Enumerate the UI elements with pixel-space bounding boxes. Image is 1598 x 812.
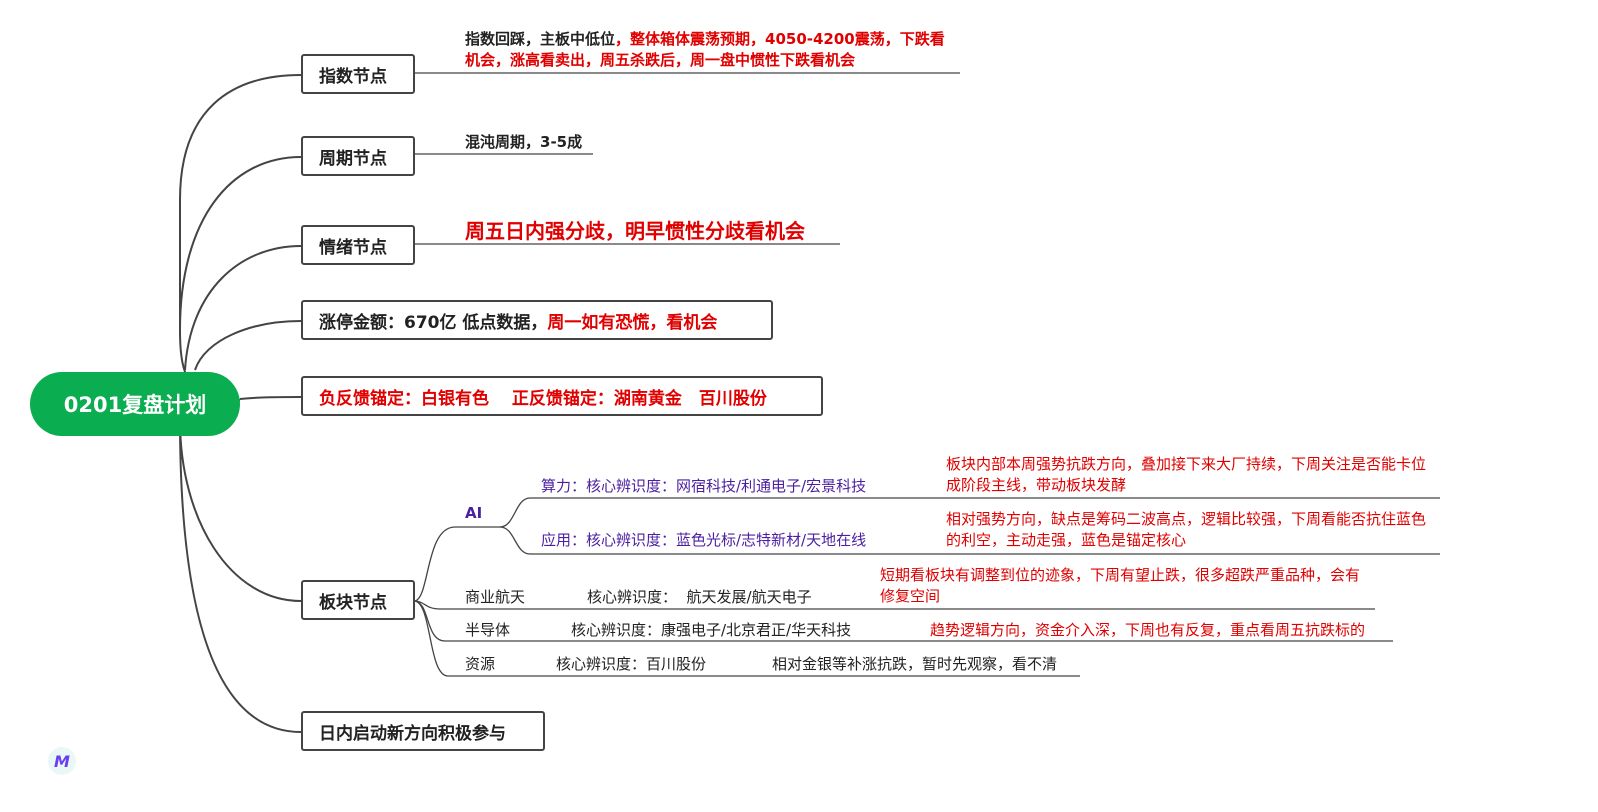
app-logo-icon: M — [48, 747, 76, 775]
resource-core: 核心辨识度：百川股份 — [556, 655, 707, 673]
app-label[interactable]: 应用：核心辨识度：蓝色光标/志特新材/天地在线 — [541, 531, 867, 549]
semi-label[interactable]: 半导体 — [465, 621, 511, 639]
compute-note: 板块内部本周强势抗跌方向，叠加接下来大厂持续，下周关注是否能卡位成阶段主线，带动… — [946, 455, 1427, 494]
space-note: 短期看板块有调整到位的迹象，下周有望止跌，很多超跌严重品种，会有修复空间 — [880, 566, 1361, 605]
index-node[interactable]: 指数节点 — [301, 54, 415, 94]
resource-note: 相对金银等补涨抗跌，暂时先观察，看不清 — [772, 655, 1058, 673]
space-core: 核心辨识度： 航天发展/航天电子 — [587, 588, 812, 606]
cycle-node[interactable]: 周期节点 — [301, 136, 415, 176]
semi-note: 趋势逻辑方向，资金介入深，下周也有反复，重点看周五抗跌标的 — [930, 621, 1366, 639]
space-label[interactable]: 商业航天 — [465, 588, 526, 606]
limit-node[interactable]: 涨停金额：670亿 低点数据，周一如有恐慌，看机会 — [301, 300, 773, 340]
ai-node[interactable]: AI — [465, 504, 483, 522]
compute-label[interactable]: 算力：核心辨识度：网宿科技/利通电子/宏景科技 — [541, 477, 867, 495]
semi-core: 核心辨识度：康强电子/北京君正/华天科技 — [571, 621, 852, 639]
index-note-red: ，整体箱体震荡预期，4050-4200震荡，下跌看机会，涨高看卖出，周五杀跌后，… — [465, 30, 945, 69]
limit-label: 涨停金额：670亿 低点数据， — [319, 312, 548, 333]
sector-node[interactable]: 板块节点 — [301, 580, 415, 620]
resource-label[interactable]: 资源 — [465, 655, 496, 673]
limit-label-red: 周一如有恐慌，看机会 — [547, 312, 718, 333]
feedback-node[interactable]: 负反馈锚定：白银有色 正反馈锚定：湖南黄金 百川股份 — [301, 376, 823, 416]
root-node[interactable]: 0201复盘计划 — [30, 372, 240, 436]
intraday-node[interactable]: 日内启动新方向积极参与 — [301, 711, 545, 751]
index-note-black: 指数回踩，主板中低位 — [465, 30, 616, 48]
mood-note: 周五日内强分歧，明早惯性分歧看机会 — [465, 219, 805, 243]
index-note: 指数回踩，主板中低位，整体箱体震荡预期，4050-4200震荡，下跌看机会，涨高… — [465, 29, 955, 71]
app-note: 相对强势方向，缺点是筹码二波高点，逻辑比较强，下周看能否抗住蓝色的利空，主动走强… — [946, 510, 1427, 549]
cycle-note: 混沌周期，3-5成 — [465, 133, 583, 151]
mood-node[interactable]: 情绪节点 — [301, 225, 415, 265]
